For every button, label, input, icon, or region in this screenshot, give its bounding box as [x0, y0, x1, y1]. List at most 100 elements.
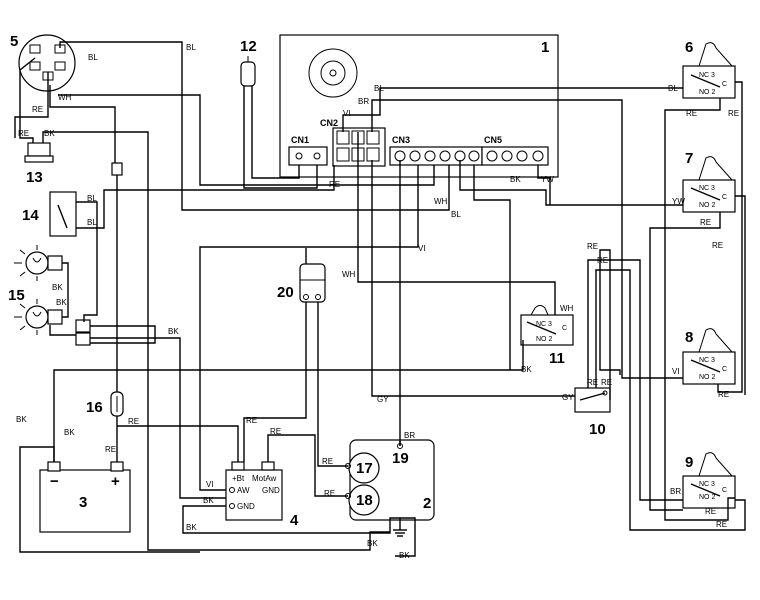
motor-18: [348, 484, 380, 516]
svg-text:C: C: [722, 194, 727, 201]
svg-text:BK: BK: [44, 129, 55, 138]
svg-text:RE: RE: [728, 109, 739, 118]
svg-text:RE: RE: [718, 390, 729, 399]
svg-text:WH: WH: [560, 304, 574, 313]
lamp-lower-icon: [14, 299, 63, 335]
label-12: 12: [240, 38, 257, 55]
svg-text:NO 2: NO 2: [699, 374, 715, 381]
svg-text:RE: RE: [716, 520, 727, 529]
relay-motaw-label: MotAw: [252, 474, 277, 483]
svg-text:NO 2: NO 2: [699, 89, 715, 96]
svg-text:BK: BK: [64, 428, 75, 437]
cn3-connector: [389, 146, 483, 166]
limit-switch-8: [682, 328, 736, 385]
label-2: 2: [423, 495, 431, 512]
rocker-switch: [49, 191, 77, 237]
svg-text:BK: BK: [399, 551, 410, 560]
label-15: 15: [8, 287, 25, 304]
relay-box: [225, 469, 283, 521]
label-11: 11: [549, 350, 565, 367]
svg-text:RE: RE: [700, 218, 711, 227]
cn1-label: CN1: [291, 135, 309, 145]
svg-text:RE: RE: [597, 256, 608, 265]
svg-text:BR: BR: [358, 97, 369, 106]
svg-text:BL: BL: [87, 218, 97, 227]
svg-text:BK: BK: [510, 175, 521, 184]
svg-text:WH: WH: [434, 197, 448, 206]
limit-switch-7: [682, 156, 736, 213]
svg-text:BK: BK: [56, 298, 67, 307]
svg-text:GY: GY: [377, 395, 389, 404]
limit-switch-9: [682, 452, 736, 509]
svg-text:VI: VI: [343, 109, 351, 118]
svg-text:WH: WH: [342, 270, 356, 279]
label-20: 20: [277, 284, 294, 301]
plug-20: [299, 263, 326, 303]
svg-text:BL: BL: [88, 53, 98, 62]
svg-text:YW: YW: [672, 197, 685, 206]
label-1: 1: [541, 39, 549, 56]
svg-text:RE: RE: [329, 180, 340, 189]
label-4: 4: [290, 512, 299, 529]
svg-text:BK: BK: [52, 283, 63, 292]
battery-plus: +: [111, 473, 120, 490]
cn5-connector: [481, 146, 549, 166]
svg-text:NC 3: NC 3: [699, 481, 715, 488]
svg-text:C: C: [562, 325, 567, 332]
svg-text:RE: RE: [686, 109, 697, 118]
label-17: 17: [356, 460, 373, 477]
plug-connector: [27, 142, 51, 157]
svg-text:VI: VI: [672, 367, 680, 376]
label-13: 13: [26, 169, 43, 186]
svg-text:NC 3: NC 3: [699, 185, 715, 192]
svg-text:RE: RE: [324, 489, 335, 498]
cn2-connector: [332, 127, 386, 167]
svg-text:NO 2: NO 2: [536, 336, 552, 343]
controller-speaker-center: [329, 69, 337, 77]
svg-text:RE: RE: [587, 378, 598, 387]
svg-text:BR: BR: [404, 431, 415, 440]
label-3: 3: [79, 494, 87, 511]
lamp-upper-icon: [14, 245, 63, 281]
label-7: 7: [685, 150, 693, 167]
svg-text:RE: RE: [32, 105, 43, 114]
wire-labels: BL BL WH RE RE BK BL BL BK BK BK RE RE B…: [16, 43, 739, 560]
svg-text:C: C: [722, 366, 727, 373]
label-6: 6: [685, 39, 693, 56]
antenna-plug: [240, 61, 256, 87]
svg-text:NO 2: NO 2: [699, 494, 715, 501]
svg-text:RE: RE: [128, 417, 139, 426]
svg-text:NC 3: NC 3: [699, 357, 715, 364]
svg-text:BL: BL: [668, 84, 678, 93]
cn5-label: CN5: [484, 135, 502, 145]
svg-text:BL: BL: [87, 194, 97, 203]
svg-text:NC 3: NC 3: [699, 72, 715, 79]
svg-text:BK: BK: [203, 496, 214, 505]
svg-text:NO 2: NO 2: [699, 202, 715, 209]
key-switch: [18, 34, 76, 92]
limit-switch-6: [682, 42, 736, 99]
limit-switch-11: [520, 305, 574, 346]
svg-text:VI: VI: [206, 480, 214, 489]
relay-gnd2-label: GND: [262, 486, 280, 495]
label-18: 18: [356, 492, 373, 509]
label-5: 5: [10, 33, 18, 50]
battery: [39, 469, 131, 533]
svg-text:C: C: [722, 81, 727, 88]
svg-text:YW: YW: [541, 175, 554, 184]
label-16: 16: [86, 399, 103, 416]
svg-text:BL: BL: [186, 43, 196, 52]
ground-icon: [393, 518, 407, 537]
label-8: 8: [685, 329, 693, 346]
label-9: 9: [685, 454, 693, 471]
controller-speaker-inner: [320, 60, 346, 86]
switch-10: [574, 387, 611, 413]
svg-text:BL: BL: [451, 210, 461, 219]
svg-text:BK: BK: [16, 415, 27, 424]
svg-text:RE: RE: [601, 378, 612, 387]
svg-text:RE: RE: [105, 445, 116, 454]
cn3-label: CN3: [392, 135, 410, 145]
relay-gnd-label: GND: [237, 502, 255, 511]
svg-text:BK: BK: [168, 327, 179, 336]
